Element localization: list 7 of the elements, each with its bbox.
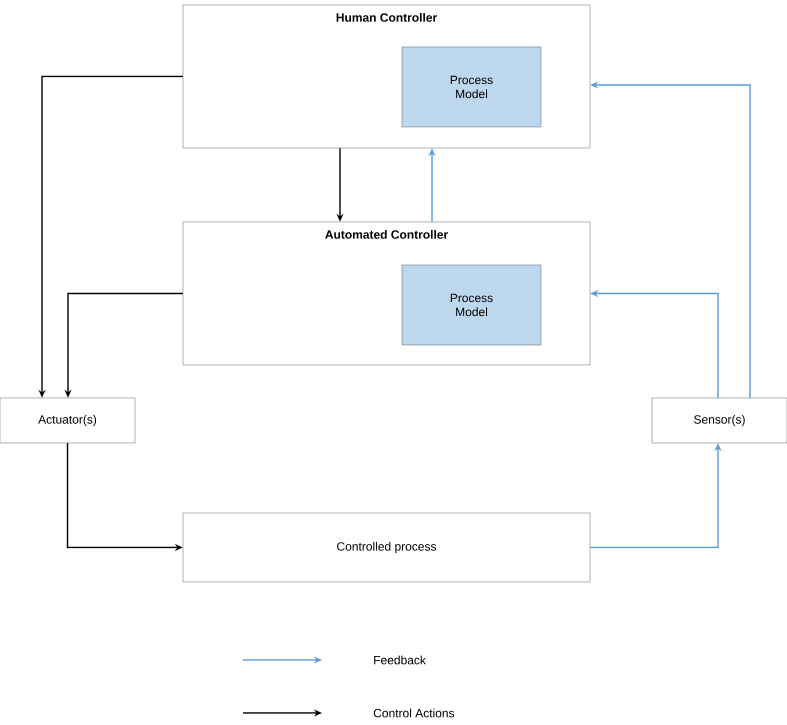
process-box: Controlled process — [182, 512, 590, 582]
legend-text: Feedback — [374, 656, 426, 664]
process-box: Actuator(s) — [0, 398, 136, 444]
process-model-box: Process Model — [402, 264, 542, 346]
process-box: Sensor(s) — [652, 398, 787, 444]
process-model-box: Process Model — [402, 46, 542, 128]
legend-text: Control Actions — [374, 708, 454, 718]
